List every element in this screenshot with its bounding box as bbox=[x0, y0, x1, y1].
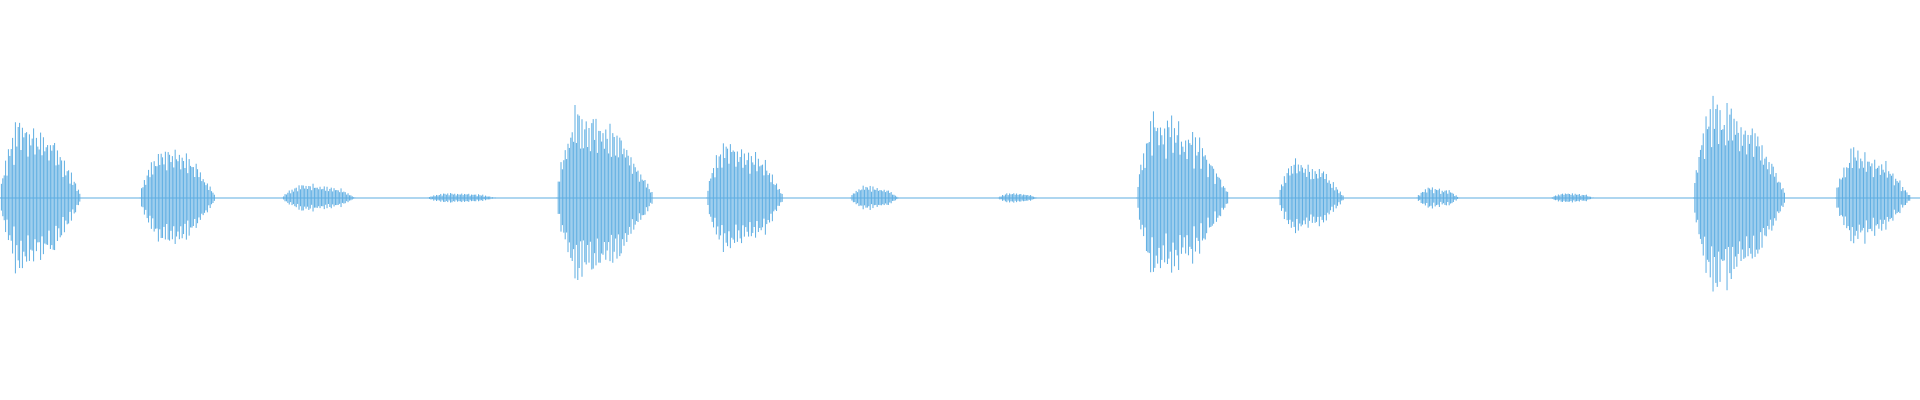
waveform-lines bbox=[0, 95, 1911, 292]
